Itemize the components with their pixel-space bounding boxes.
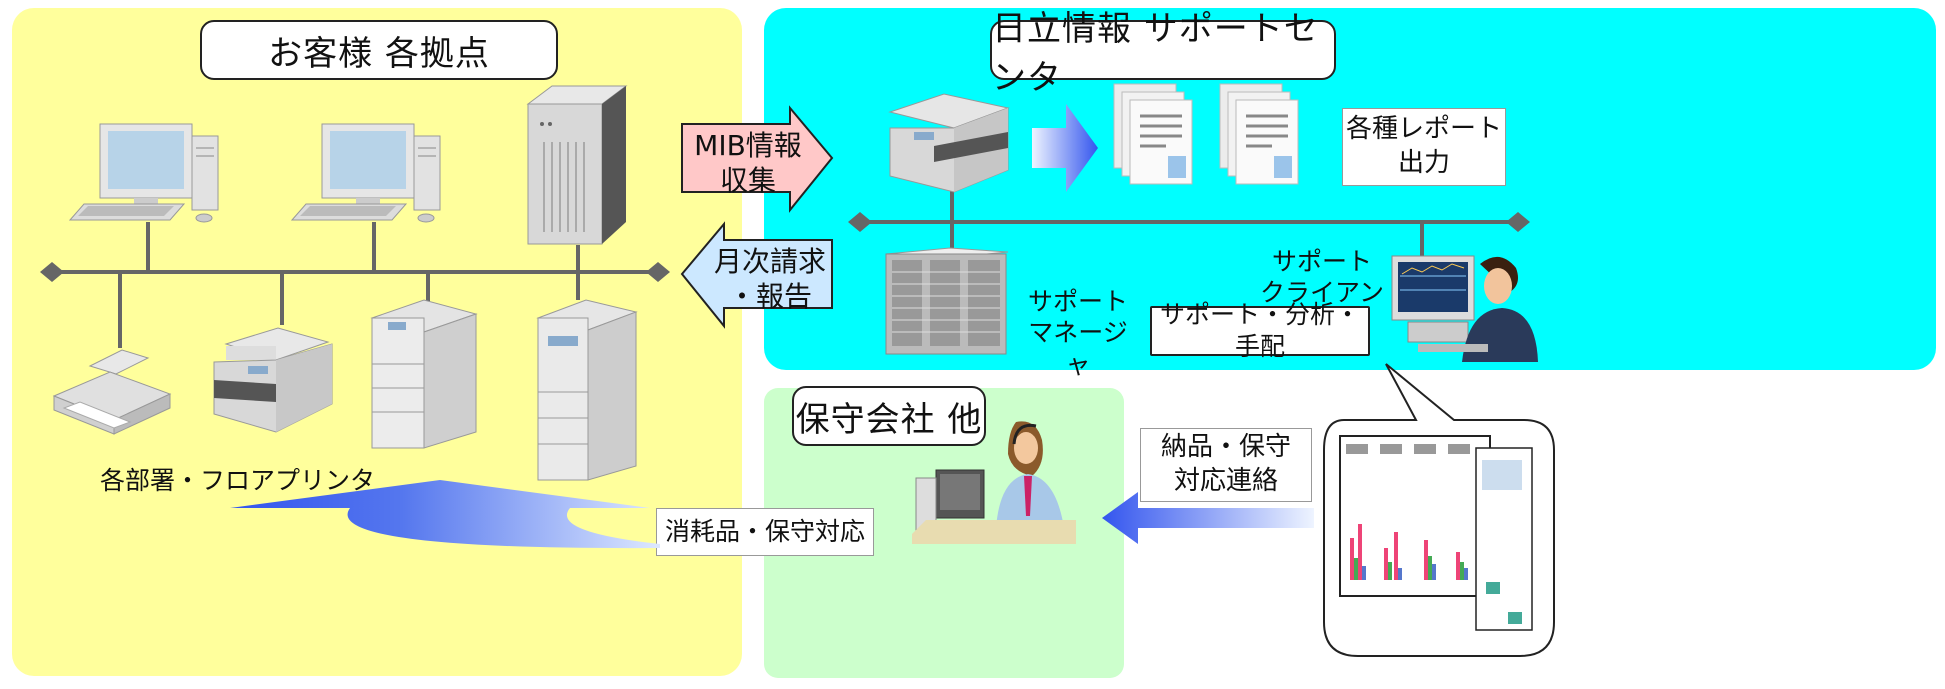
report-screenshot-icon (1323, 363, 1555, 657)
support-manager-label: サポート マネージャ (1027, 287, 1128, 379)
maintenance-title: 保守会社 他 (792, 386, 986, 446)
monthly-report-label: 月次請求 ・報告 (713, 245, 826, 313)
consumables-flow-arrow (230, 480, 660, 549)
document-stack-icon (1113, 83, 1193, 185)
collect-mib-arrow (681, 105, 834, 213)
support-task-box: サポート・分析・手配 (1150, 300, 1370, 361)
customer-title: お客様 各拠点 (200, 20, 558, 80)
printers-label: 各部署・フロアプリンタ (100, 466, 376, 495)
output-flow-arrow (1032, 104, 1098, 192)
support-center-title: 日立情報 サポートセンタ (990, 9, 1336, 98)
desktop-pc-icon (290, 123, 441, 223)
consumables-box: 消耗品・保守対応 (656, 508, 874, 556)
monthly-report-arrow (680, 221, 833, 329)
multifunction-copier-icon (536, 299, 638, 481)
document-stack-icon (1219, 83, 1299, 185)
report-output-box: 各種レポート 出力 (1342, 108, 1506, 186)
call-center-operator-icon (912, 421, 1076, 544)
contact-flow-arrow (1102, 492, 1314, 544)
operator-workstation-icon (1391, 255, 1538, 362)
collect-mib-label: MIB情報 収集 (694, 129, 802, 197)
fax-machine-icon (888, 93, 1010, 193)
laser-printer-icon (213, 327, 333, 433)
inkjet-printer-icon (52, 349, 172, 435)
server-tower-icon (526, 85, 628, 245)
delivery-contact-box: 納品・保守 対応連絡 (1140, 428, 1312, 502)
floor-printer-icon (370, 299, 478, 449)
server-rack-icon (885, 247, 1009, 355)
desktop-pc-icon (68, 123, 219, 223)
